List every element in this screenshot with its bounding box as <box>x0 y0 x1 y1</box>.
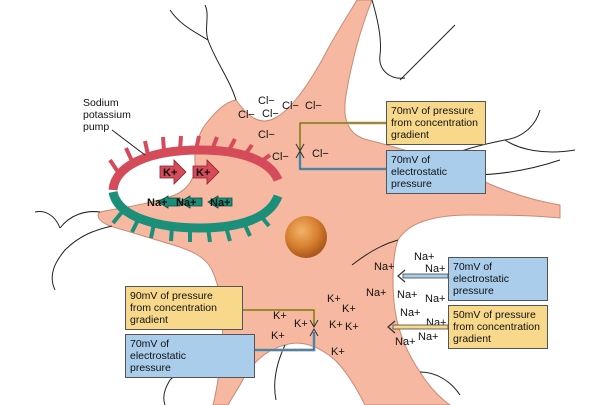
na-ion-7: Na+ <box>400 307 421 319</box>
cl-connectors <box>298 121 386 171</box>
na-electrostatic-box: 70mV of electrostatic pressure <box>448 257 548 301</box>
pump-label-line-1: Sodium <box>83 97 119 109</box>
k-electrostatic-line-3: pressure <box>130 362 171 374</box>
sodium-pump-arrows <box>157 195 233 209</box>
cl-ion-4: Cl− <box>238 109 255 121</box>
pump-ion-na-2: Na+ <box>176 197 197 209</box>
dendrite-lines <box>34 0 576 405</box>
k-ion-1: K+ <box>327 293 341 305</box>
cl-ion-2: Cl− <box>282 100 299 112</box>
na-electrostatic-line-1: 70mV of <box>453 261 493 273</box>
k-ion-7: K+ <box>271 330 285 342</box>
cl-ion-5: Cl− <box>262 108 279 120</box>
pump-label: Sodium potassium pump <box>83 97 131 133</box>
cl-electrostatic-box: 70mV of electrostatic pressure <box>386 150 486 194</box>
cl-electrostatic-line-1: 70mV of <box>391 154 431 166</box>
na-electrostatic-line-3: pressure <box>453 285 494 297</box>
cl-ion-3: Cl− <box>305 100 322 112</box>
k-ion-2: K+ <box>342 303 356 315</box>
k-concentration-line-2: from concentration <box>130 302 217 314</box>
pump-ion-na-1: Na+ <box>147 197 168 209</box>
pump-ion-k-1: K+ <box>163 167 177 179</box>
pump-label-line-3: pump <box>83 121 110 133</box>
na-ion-2: Na+ <box>374 261 395 273</box>
k-concentration-line-3: gradient <box>130 314 168 326</box>
potassium-ions: K+ K+ K+ K+ K+ K+ K+ K+ <box>271 293 359 358</box>
nucleus <box>285 216 327 258</box>
pump-label-line-2: potassium <box>83 109 131 121</box>
k-connectors <box>243 308 319 352</box>
k-ion-3: K+ <box>273 310 287 322</box>
sodium-potassium-pump: K+ K+ Na+ Na+ Na+ <box>108 135 283 243</box>
k-concentration-line-1: 90mV of pressure <box>130 290 213 302</box>
na-ion-10: Na+ <box>418 331 439 343</box>
cl-concentration-line-3: gradient <box>391 129 429 141</box>
na-ion-6: Na+ <box>425 293 446 305</box>
sodium-ions: Na+ Na+ Na+ Na+ Na+ Na+ Na+ Na+ Na+ Na+ <box>366 251 447 348</box>
k-ion-8: K+ <box>331 346 345 358</box>
na-ion-5: Na+ <box>397 289 418 301</box>
cl-ion-8: Cl− <box>312 148 329 160</box>
cl-ion-1: Cl− <box>258 95 275 107</box>
na-concentration-line-2: from concentration <box>453 321 540 333</box>
k-ion-6: K+ <box>345 321 359 333</box>
k-ion-4: K+ <box>294 318 308 330</box>
na-ion-9: Na+ <box>395 336 416 348</box>
chloride-ions: Cl− Cl− Cl− Cl− Cl− Cl− Cl− Cl− <box>238 95 329 163</box>
k-electrostatic-box: 70mV of electrostatic pressure <box>125 334 255 378</box>
cl-electrostatic-line-2: electrostatic <box>391 166 448 178</box>
pump-label-leader <box>111 129 146 156</box>
na-concentration-box: 50mV of pressure from concentration grad… <box>448 305 548 349</box>
k-electrostatic-line-2: electrostatic <box>130 350 187 362</box>
cl-concentration-line-2: from concentration <box>391 117 478 129</box>
k-electrostatic-line-1: 70mV of <box>130 338 170 350</box>
cl-electrostatic-line-3: pressure <box>391 178 432 190</box>
cl-ion-6: Cl− <box>258 129 275 141</box>
na-ion-1: Na+ <box>414 251 435 263</box>
pump-ion-k-2: K+ <box>196 167 210 179</box>
k-concentration-box: 90mV of pressure from concentration grad… <box>125 286 243 330</box>
pump-ion-na-3: Na+ <box>210 197 231 209</box>
cl-concentration-line-1: 70mV of pressure <box>391 105 474 117</box>
cl-concentration-box: 70mV of pressure from concentration grad… <box>386 101 486 145</box>
cl-ion-7: Cl− <box>272 151 289 163</box>
k-ion-5: K+ <box>329 319 343 331</box>
na-ion-3: Na+ <box>425 263 446 275</box>
na-concentration-line-3: gradient <box>453 333 491 345</box>
potassium-pump-arrows <box>159 159 220 185</box>
na-concentration-line-1: 50mV of pressure <box>453 309 536 321</box>
na-electrostatic-line-2: electrostatic <box>453 273 510 285</box>
na-ion-4: Na+ <box>366 287 387 299</box>
cl-arrow-marks <box>295 143 305 159</box>
